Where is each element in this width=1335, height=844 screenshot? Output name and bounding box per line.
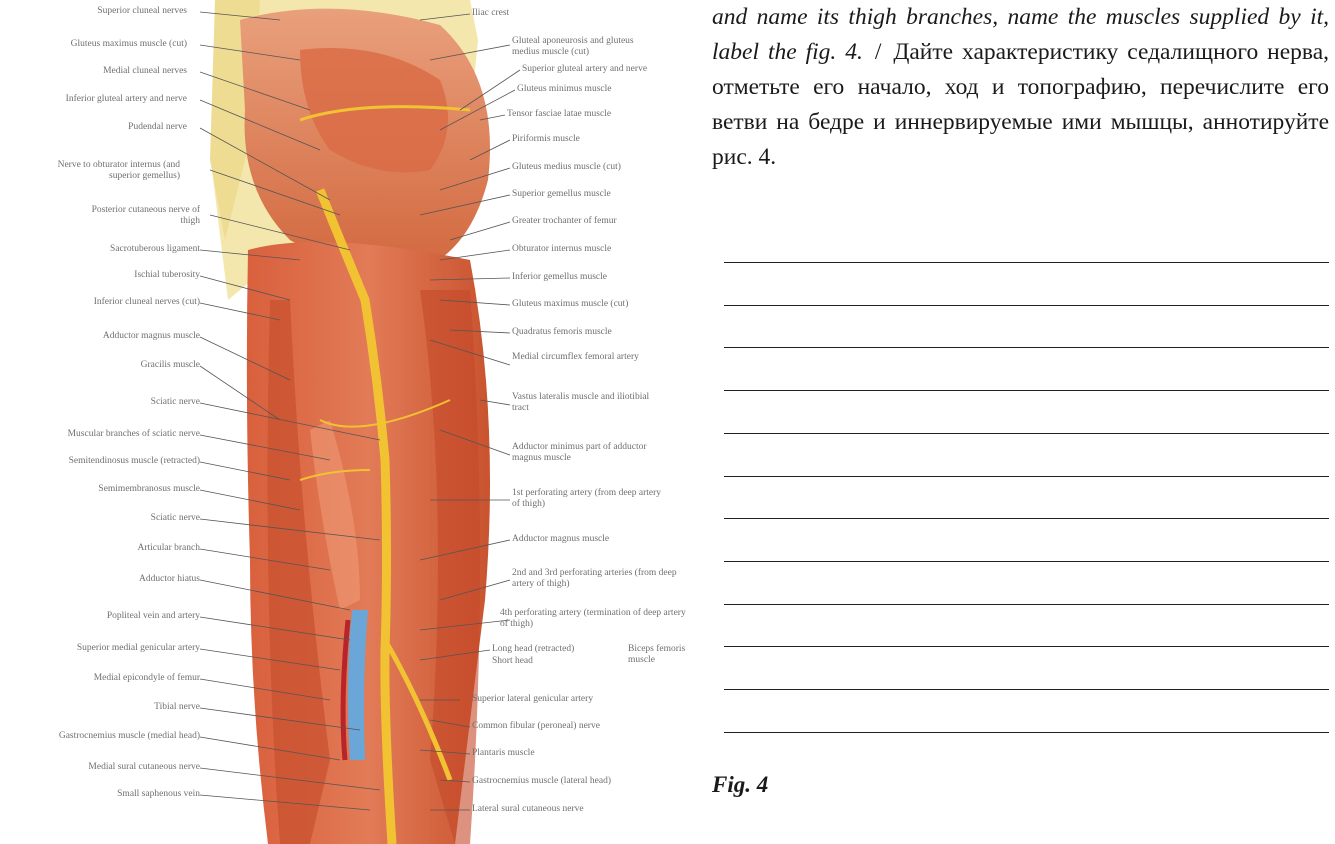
answer-line[interactable]: [724, 305, 1329, 306]
label-left: Gracilis muscle: [141, 360, 200, 371]
label-left: Sciatic nerve: [151, 397, 200, 408]
label-left: Medial epicondyle of femur: [94, 673, 200, 684]
label-right: Superior gemellus muscle: [512, 189, 611, 200]
label-left: Adductor magnus muscle: [103, 331, 200, 342]
answer-line[interactable]: [724, 433, 1329, 434]
label-right: Gluteal aponeurosis and gluteus medius m…: [512, 36, 662, 58]
label-right: Adductor magnus muscle: [512, 534, 609, 545]
label-right: Superior gluteal artery and nerve: [522, 64, 647, 75]
label-right: Iliac crest: [472, 8, 509, 19]
label-left: Gastrocnemius muscle (medial head): [59, 731, 200, 742]
label-left: Semimembranosus muscle: [98, 484, 200, 495]
label-right: 1st perforating artery (from deep artery…: [512, 488, 662, 510]
label-left: Posterior cutaneous nerve of thigh: [75, 205, 200, 227]
label-right: Adductor minimus part of adductor magnus…: [512, 442, 662, 464]
label-right: Quadratus femoris muscle: [512, 327, 612, 338]
label-right: Vastus lateralis muscle and iliotibial t…: [512, 392, 652, 414]
answer-line[interactable]: [724, 390, 1329, 391]
label-right: 4th perforating artery (termination of d…: [500, 608, 690, 630]
label-right: Gluteus minimus muscle: [517, 84, 611, 95]
label-left: Superior medial genicular artery: [77, 643, 200, 654]
label-right: Common fibular (peroneal) nerve: [472, 721, 600, 732]
answer-line[interactable]: [724, 689, 1329, 690]
label-left: Small saphenous vein: [117, 789, 200, 800]
label-right: 2nd and 3rd perforating arteries (from d…: [512, 568, 692, 590]
label-left: Articular branch: [137, 543, 200, 554]
answer-line[interactable]: [724, 518, 1329, 519]
label-left: Superior cluneal nerves: [97, 6, 187, 17]
label-right: Medial circumflex femoral artery: [512, 352, 662, 363]
label-right: Greater trochanter of femur: [512, 216, 617, 227]
label-left: Medial sural cutaneous nerve: [88, 762, 200, 773]
answer-line[interactable]: [724, 561, 1329, 562]
label-left: Nerve to obturator internus (and superio…: [30, 160, 180, 182]
label-left: Muscular branches of sciatic nerve: [68, 429, 200, 440]
posterior-thigh-illustration: [0, 0, 712, 844]
label-right: Inferior gemellus muscle: [512, 272, 607, 283]
figure-caption: Fig. 4: [712, 772, 768, 798]
anatomy-figure: Superior cluneal nerves Gluteus maximus …: [0, 0, 712, 844]
answer-line[interactable]: [724, 604, 1329, 605]
label-left: Tibial nerve: [154, 702, 200, 713]
label-left: Adductor hiatus: [139, 574, 200, 585]
task-separator: /: [872, 39, 885, 65]
answer-line[interactable]: [724, 347, 1329, 348]
answer-line[interactable]: [724, 262, 1329, 263]
label-right: Gastrocnemius muscle (lateral head): [472, 776, 611, 787]
label-left: Inferior gluteal artery and nerve: [66, 94, 187, 105]
answer-line[interactable]: [724, 732, 1329, 733]
answer-line[interactable]: [724, 476, 1329, 477]
label-left: Inferior cluneal nerves (cut): [94, 297, 200, 308]
label-left: Gluteus maximus muscle (cut): [71, 39, 187, 50]
label-left: Sciatic nerve: [151, 513, 200, 524]
label-right: Piriformis muscle: [512, 134, 580, 145]
label-left: Popliteal vein and artery: [107, 611, 200, 622]
label-right: Plantaris muscle: [472, 748, 535, 759]
label-left: Semitendinosus muscle (retracted): [69, 456, 200, 467]
task-text: and name its thigh branches, name the mu…: [712, 0, 1329, 175]
label-right: Short head: [492, 656, 533, 667]
label-right: Lateral sural cutaneous nerve: [472, 804, 584, 815]
label-left: Ischial tuberosity: [134, 270, 200, 281]
label-right: Biceps femoris muscle: [628, 644, 708, 666]
label-right: Gluteus medius muscle (cut): [512, 162, 621, 173]
label-right: Superior lateral genicular artery: [472, 694, 593, 705]
label-right: Obturator internus muscle: [512, 244, 611, 255]
label-right: Long head (retracted): [492, 644, 574, 655]
label-left: Medial cluneal nerves: [103, 66, 187, 77]
answer-line[interactable]: [724, 646, 1329, 647]
label-left: Sacrotuberous ligament: [110, 244, 200, 255]
label-right: Tensor fasciae latae muscle: [507, 109, 611, 120]
label-left: Pudendal nerve: [128, 122, 187, 133]
label-right: Gluteus maximus muscle (cut): [512, 299, 628, 310]
